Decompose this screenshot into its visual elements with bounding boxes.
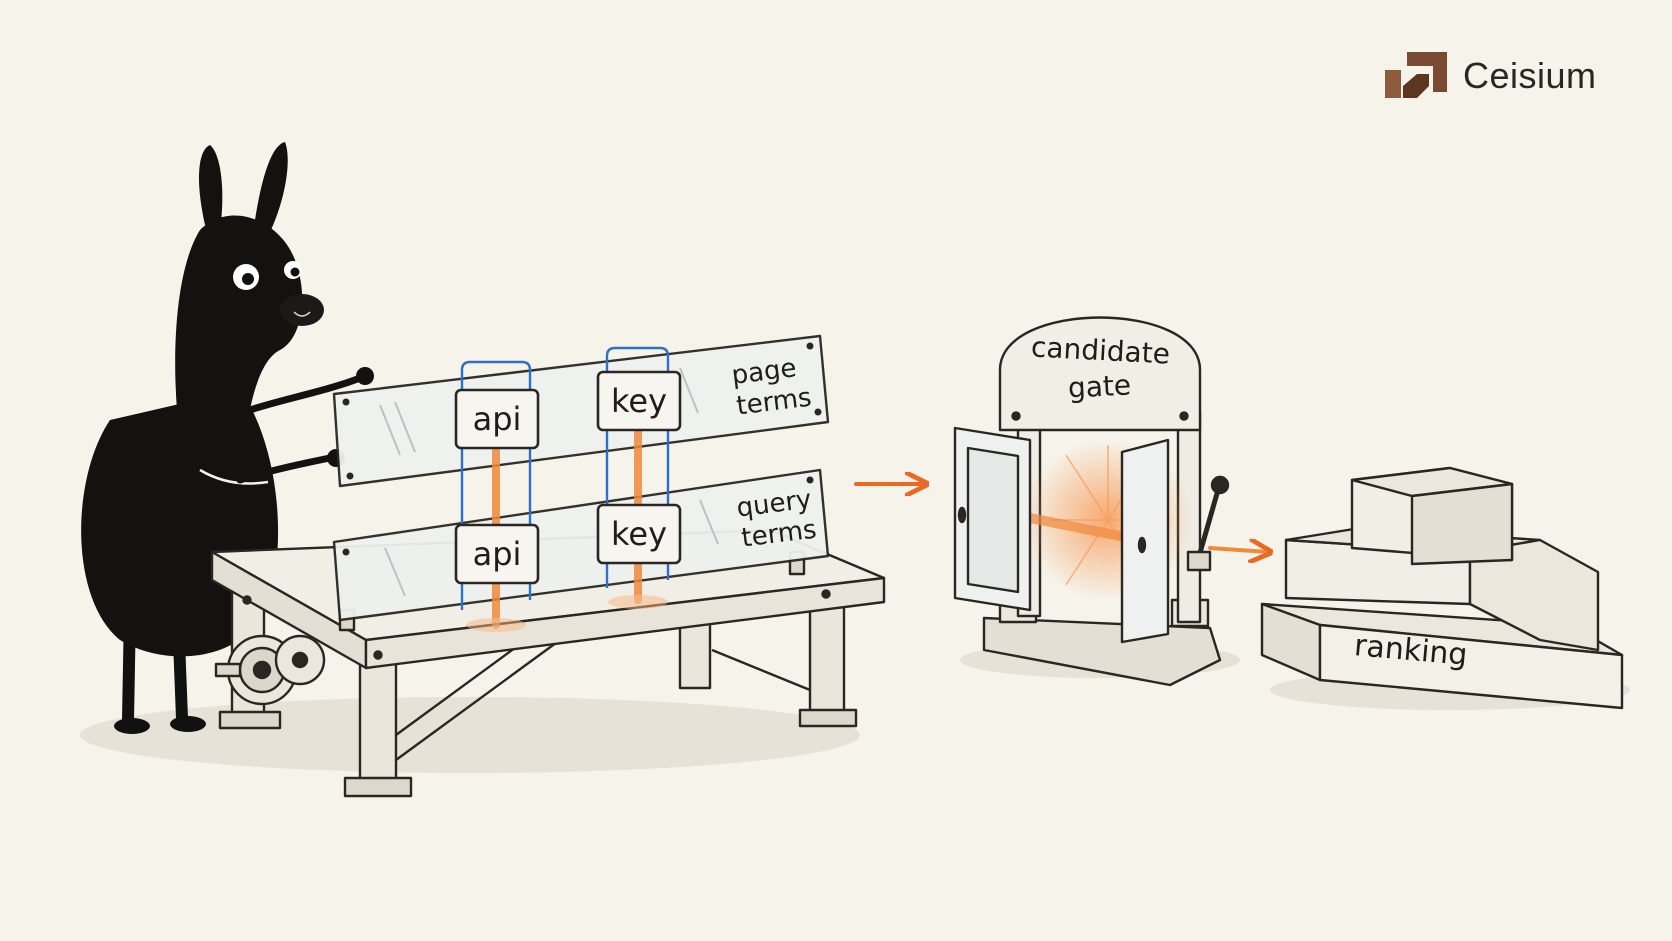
brand-logo: Ceisium [1383, 50, 1597, 102]
page-terms-panel: page terms [332, 334, 830, 488]
candidate-gate: candidate gate [953, 316, 1230, 687]
gate-label-line1: candidate [1030, 330, 1171, 370]
ranking-podium: ranking [1260, 466, 1624, 710]
gate-label-line2: gate [1067, 368, 1132, 404]
token-tag-page-key: key [596, 370, 682, 432]
token-tag-query-api: api [454, 523, 540, 585]
token-label: key [611, 382, 667, 420]
token-label: api [473, 535, 522, 573]
token-tags: api key api key [454, 370, 682, 585]
token-label: key [611, 515, 667, 553]
token-tag-query-key: key [596, 503, 682, 565]
brand-name: Ceisium [1463, 55, 1597, 96]
match-brackets [460, 346, 670, 610]
token-tag-page-api: api [454, 388, 540, 450]
arrow-to-ranking-icon [1208, 548, 1268, 552]
ceisium-logo-icon [1385, 52, 1447, 98]
token-label: api [473, 400, 522, 438]
